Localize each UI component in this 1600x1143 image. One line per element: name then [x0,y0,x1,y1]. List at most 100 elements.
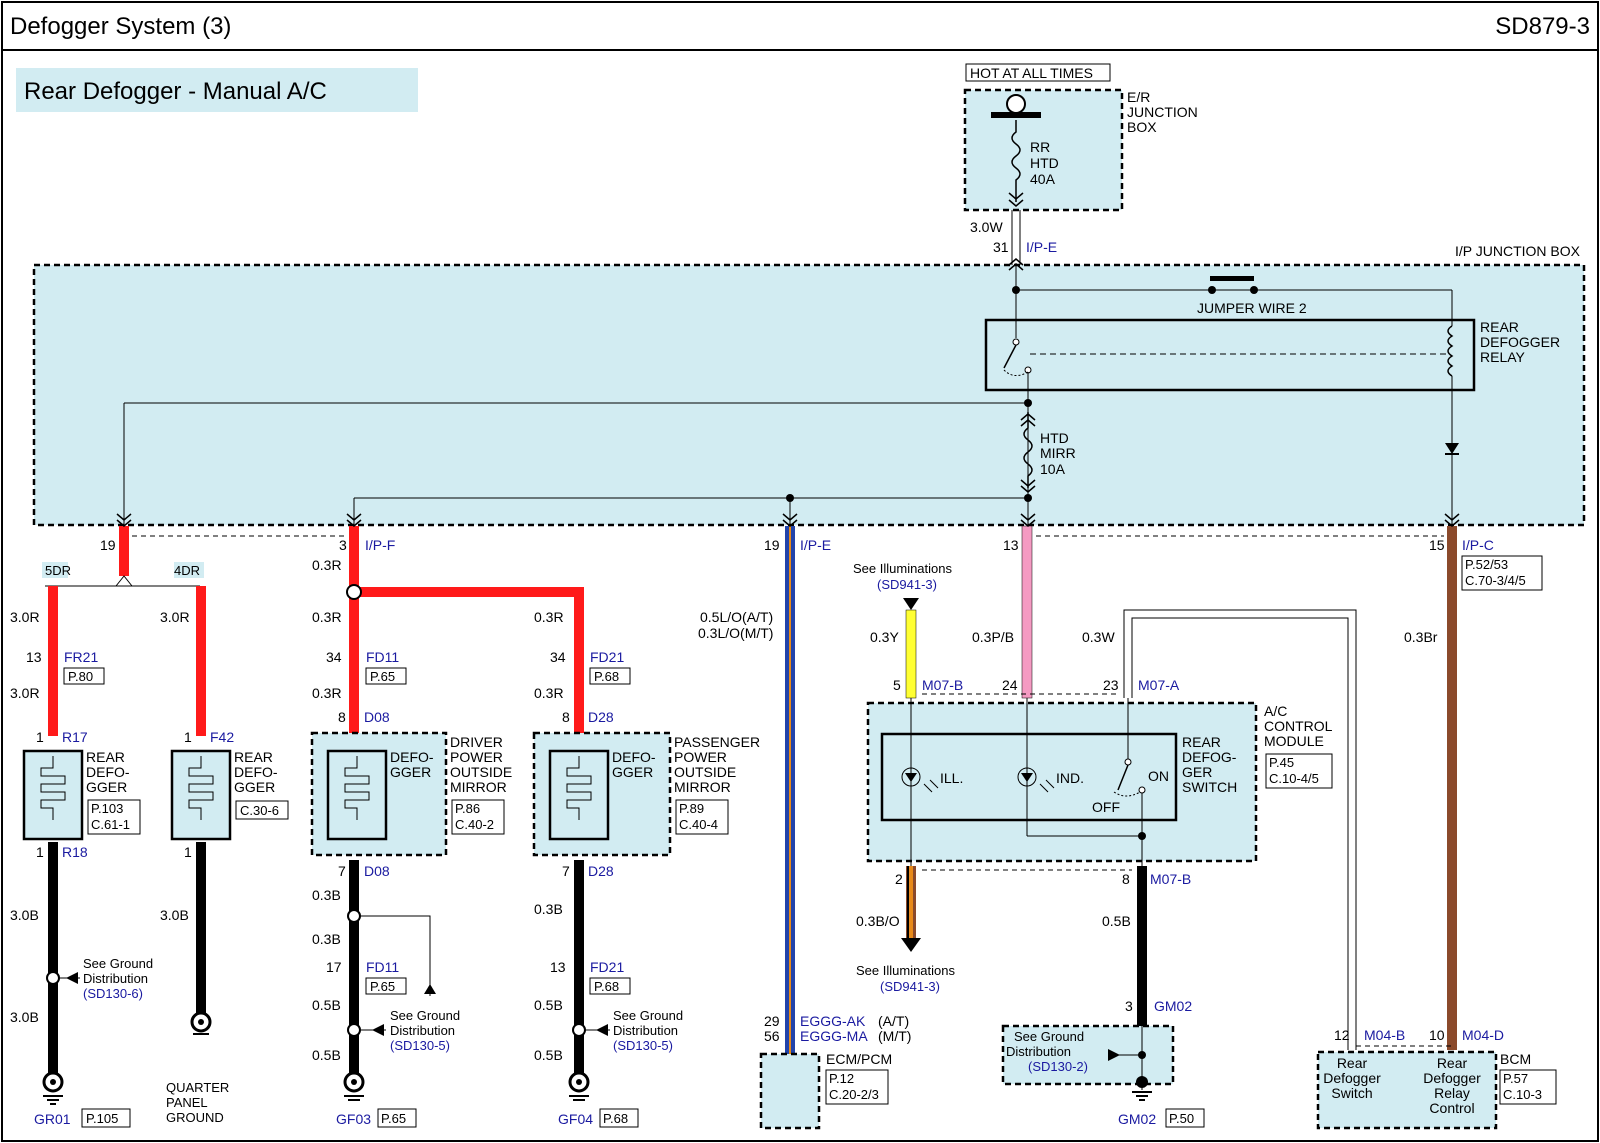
wire-label: 0.3B [312,887,341,903]
component-label: ILL. [940,770,963,786]
er-junction-box [963,88,1124,212]
connector-label: F42 [210,729,234,745]
ground-icon [1136,1076,1148,1088]
pin-label: 23 [1103,677,1119,693]
hot-label-box [965,63,1111,82]
relay-label: REAR [1480,319,1519,335]
bcm-box [1316,1050,1498,1130]
wire-label: 0.3B [312,931,341,947]
fuse-rr-htd-icon [1011,120,1021,202]
component-label: OUTSIDE [450,764,512,780]
page-subtitle: Rear Defogger - Manual A/C [24,78,327,105]
connector-label: I/P-C [1462,537,1494,553]
illumination-led-icon [901,767,921,787]
fuse-label: RR [1030,139,1050,155]
switch-contact-icon [1117,764,1129,791]
wire-brown [1447,526,1457,1050]
note-text: Distribution [390,1023,455,1038]
note-link: (SD130-5) [613,1038,673,1053]
wire-label: 0.3Y [870,629,899,645]
pin-label: 15 [1429,537,1445,553]
fuse-label: 10A [1040,461,1066,477]
wire-label: 0.5B [1102,913,1131,929]
component-label: ON [1148,768,1169,784]
fuse-htd-mirr-icon [1023,412,1033,488]
connector-label: D28 [588,709,614,725]
component-label: BCM [1500,1051,1531,1067]
pin-label: 3 [339,537,347,553]
wire-label: 3.0R [160,609,190,625]
component-label: MODULE [1264,733,1324,749]
rear-defogger-switch [880,732,1178,822]
fuse-label: HTD [1040,430,1069,446]
component-label: DEFO- [390,749,434,765]
page-ref: C.40-4 [679,817,718,832]
component-label: POWER [450,749,503,765]
ground-label: PANEL [166,1095,208,1110]
page-code: SD879-3 [1495,13,1590,40]
component-label: DEFO- [612,749,656,765]
wire-label: 0.5L/O(A/T) [700,609,773,625]
component-label: Rear [1337,1055,1368,1071]
pin-label: 34 [326,649,342,665]
connector-label: I/P-F [365,537,395,553]
ground-label: GROUND [166,1110,224,1125]
component-label: GER [1182,764,1212,780]
wire-label: 0.3R [534,685,564,701]
page-ref: P.105 [86,1111,118,1126]
component-label: GGER [234,779,275,795]
connector-label: FR21 [64,649,98,665]
page-ref: P.86 [455,801,480,816]
page-ref: P.68 [603,1111,628,1126]
pin-label: 19 [100,537,116,553]
page-ref: P.45 [1269,755,1294,770]
page-ref: P.68 [594,669,619,684]
pin-label: 12 [1334,1027,1350,1043]
component-label: PASSENGER [674,734,760,750]
connector-label: FD11 [366,959,399,975]
note-text: See Ground [390,1008,460,1023]
page-ref: P.103 [91,801,123,816]
wire-red [48,586,58,736]
wire-pink [1021,525,1033,699]
pin-label: 10 [1429,1027,1445,1043]
pin-label: 34 [550,649,566,665]
component-label: POWER [674,749,727,765]
connector-label: R18 [62,844,88,860]
heater-grid-icon [40,756,66,820]
component-label: OUTSIDE [674,764,736,780]
ground-label: GF04 [558,1111,593,1127]
note-link: (SD130-6) [83,986,143,1001]
wire-black [574,860,584,1082]
ground-label: GR01 [34,1111,71,1127]
wire-label: 0.5B [534,1047,563,1063]
component-label: Switch [1331,1085,1372,1101]
rear-defogger-relay [984,318,1476,392]
indicator-led-icon [1017,767,1037,787]
connector-label: GM02 [1154,998,1192,1014]
wire-black [196,842,206,1018]
page-ref: P.89 [679,801,704,816]
relay-coil-icon [1447,325,1454,377]
pin-label: 8 [338,709,346,725]
variant-label: 5DR [45,563,71,578]
note-text: See Ground [1014,1029,1084,1044]
er-box-label: JUNCTION [1127,104,1198,120]
component-label: GGER [612,764,653,780]
component-label: A/C [1264,703,1287,719]
fuse-label: MIRR [1040,445,1076,461]
ground-label: GF03 [336,1111,371,1127]
connector-label: D28 [588,863,614,879]
jumper-wire-icon [1210,276,1254,281]
wire-black [48,842,58,1082]
wire-label: 0.3Br [1404,629,1438,645]
page-ref: C.10-3 [1503,1087,1542,1102]
page-ref: P.80 [68,669,93,684]
pin-label: 1 [184,844,192,860]
wire-label: 0.3R [312,557,342,573]
component-label: DEFO- [234,764,278,780]
page-ref: C.61-1 [91,817,130,832]
pin-label: 13 [550,959,566,975]
